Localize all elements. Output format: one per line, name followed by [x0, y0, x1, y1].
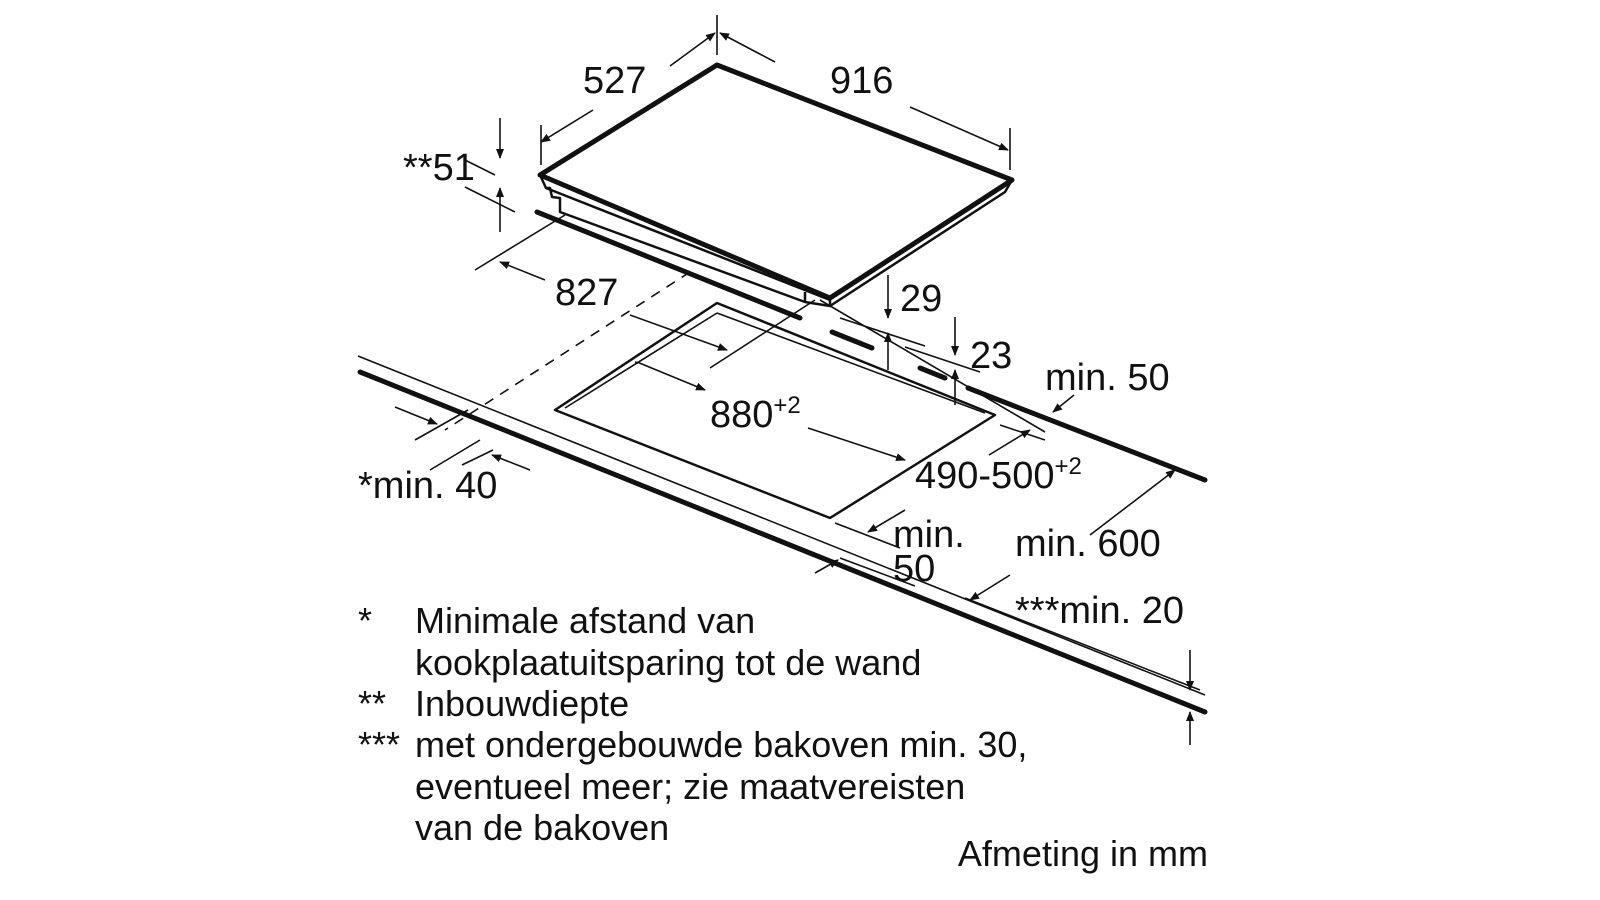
label-installation-depth: **51: [403, 147, 475, 189]
hob: [537, 62, 1015, 308]
worktop: [357, 209, 1208, 715]
label-min-wall: *min. 40: [358, 465, 497, 507]
label-hob-width: 916: [830, 60, 893, 102]
label-cutout-width: 880+2: [710, 392, 801, 436]
footnote-text: van de bakoven: [415, 807, 669, 848]
label-body-width: 827: [555, 272, 618, 314]
label-body-height: 29: [900, 278, 942, 320]
label-worktop-offset: 23: [970, 335, 1012, 377]
dimension-lines: [394, 15, 1201, 745]
cutout: [553, 301, 997, 520]
label-min-front: min.: [893, 514, 965, 556]
label-min-front-value: 50: [893, 548, 935, 590]
footnote-text: Inbouwdiepte: [415, 683, 629, 724]
label-hob-depth: 527: [583, 60, 646, 102]
footnotes: * Minimale afstand van kookplaatuitspari…: [358, 600, 1027, 848]
label-worktop-depth: min. 600: [1015, 523, 1161, 565]
footnote-marker: *: [358, 600, 372, 641]
label-min-back: min. 50: [1045, 357, 1170, 399]
footnote-marker: **: [358, 683, 386, 724]
label-worktop-thickness: ***min. 20: [1015, 590, 1184, 632]
footnote-text: kookplaatuitsparing tot de wand: [415, 642, 921, 683]
footnote-text: met ondergebouwde bakoven min. 30,: [415, 724, 1027, 765]
footnote-marker: ***: [358, 724, 400, 765]
unit-label: Afmeting in mm: [958, 833, 1208, 874]
footnote-text: Minimale afstand van: [415, 600, 755, 641]
footnote-text: eventueel meer; zie maatvereisten: [415, 766, 965, 807]
label-cutout-depth: 490-500+2: [915, 453, 1082, 497]
